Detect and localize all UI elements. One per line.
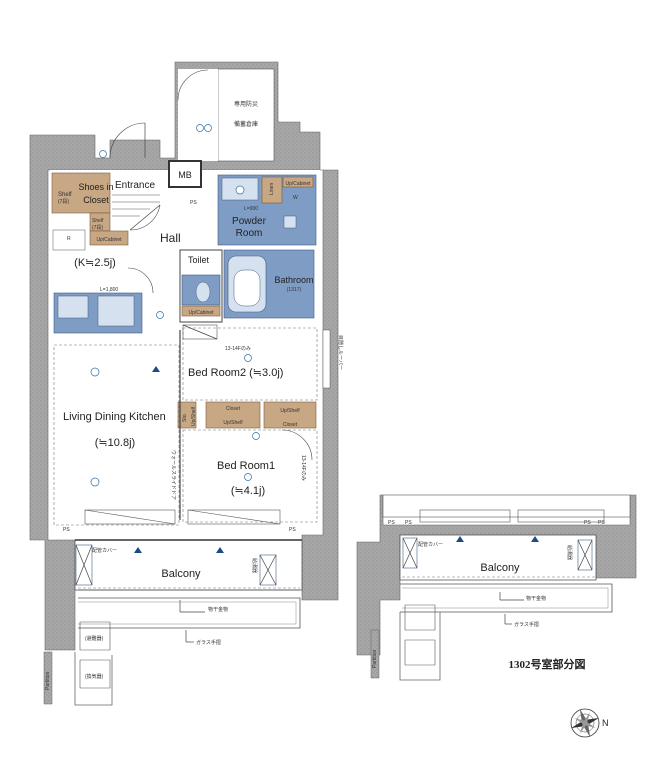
vent-bottom-label: (換気器) — [85, 673, 104, 680]
shoes-closet-label-1: Shoes in — [78, 182, 113, 192]
shelf-bottom-label: Shelf — [92, 218, 104, 224]
ldk-label-1: Living Dining Kitchen — [63, 411, 166, 423]
sto-shelf-label: Up/Shelf — [191, 406, 197, 426]
kitchen-r-label: R — [67, 236, 71, 242]
shoes-closet-label-2: Closet — [83, 195, 109, 205]
pipe-cover-label: 配管カバー — [92, 547, 117, 554]
ps-bottom-right: PS — [289, 527, 296, 533]
wall-slide-door-label: ウォールスライドドア — [170, 450, 177, 500]
partial-ps-4: PS — [598, 520, 605, 526]
partial-plan-1302: PS PS PS PS 配管カバー 給湯器 Balcony 物干金物 ガラス手摺… — [356, 494, 637, 681]
mb-label: MB — [178, 170, 192, 180]
partial-balcony-label: Balcony — [480, 562, 520, 574]
partial-plan-title: 1302号室部分図 — [509, 657, 586, 671]
partial-glass-railing: ガラス手摺 — [514, 621, 539, 628]
compass-north-label: N — [602, 718, 609, 728]
ldk-label-2: (≒10.8j) — [95, 437, 135, 449]
bathroom-size: (1317) — [287, 287, 302, 293]
closet-left-label: Closet — [226, 406, 241, 412]
glass-railing-label: ガラス手摺 — [196, 639, 221, 646]
vent-top-label: (避難器) — [85, 635, 104, 642]
partial-ps-2: PS — [405, 520, 412, 526]
sto-label: Sto. — [182, 413, 188, 422]
outdoor-unit-label: 給湯器 — [251, 558, 258, 573]
shelf-bottom-sub: (7段) — [92, 224, 103, 231]
shoes-in-closet — [51, 172, 111, 214]
louver-label: 目隠しルーバー — [337, 335, 344, 370]
compass-icon: N — [570, 708, 609, 738]
bedroom1-label-2: (≒4.1j) — [231, 485, 265, 497]
closet-right-label: Closet — [283, 422, 298, 428]
partial-ps-1: PS — [388, 520, 395, 526]
partition-label: Partition — [45, 671, 51, 690]
balcony-label: Balcony — [161, 568, 201, 580]
hall-label: Hall — [160, 231, 181, 245]
ps-top-label: PS — [190, 200, 197, 206]
laundry-hanger-label: 物干金物 — [208, 606, 228, 613]
floor-note: 13-14Fのみ — [225, 346, 251, 352]
ps-bottom-left: PS — [63, 527, 70, 533]
closet-right-shelf: Up/Shelf — [280, 408, 300, 414]
partial-outdoor-unit: 給湯器 — [566, 545, 573, 560]
partial-laundry-hanger: 物干金物 — [526, 595, 546, 602]
toilet-cabinet-label: Up/Cabinet — [188, 310, 214, 316]
partial-ps-3: PS — [584, 520, 591, 526]
toilet-label: Toilet — [188, 255, 210, 265]
entry-cabinet-label: Up/Cabinet — [96, 237, 122, 243]
closet-left-shelf: Up/Shelf — [223, 420, 243, 426]
linen-label: Linen — [269, 183, 275, 195]
w-powder: W — [293, 195, 298, 201]
bathroom-label: Bathroom — [274, 275, 313, 285]
shelf-top-sub: (7段) — [58, 198, 69, 205]
storage-label-2: 備蓄倉庫 — [234, 120, 258, 128]
partial-pipe-cover: 配管カバー — [418, 541, 443, 548]
shelf-top-label: Shelf — [58, 192, 72, 198]
kitchen-dimension: L=1,800 — [100, 287, 118, 293]
entrance-label: Entrance — [115, 180, 155, 191]
main-unit: 専用防災 備蓄倉庫 MB Shelf (7段) Shoes in Closet … — [29, 61, 344, 706]
bedroom2-label: Bed Room2 (≒3.0j) — [188, 367, 283, 379]
powder-dimension: L=900 — [244, 206, 258, 212]
window-note: 13-14Fのみ — [300, 455, 306, 481]
powder-label-2: Room — [236, 228, 263, 239]
powder-cabinet-label: Up/Cabinet — [285, 181, 311, 187]
kitchen-label: (K≒2.5j) — [74, 257, 116, 269]
front-door-arc — [109, 122, 146, 159]
storage-label-1: 専用防災 — [234, 100, 258, 108]
partial-partition: Partition — [372, 649, 378, 668]
bedroom1-label-1: Bed Room1 — [217, 460, 275, 472]
storage-door-arc — [177, 69, 209, 101]
powder-label-1: Powder — [232, 216, 267, 227]
